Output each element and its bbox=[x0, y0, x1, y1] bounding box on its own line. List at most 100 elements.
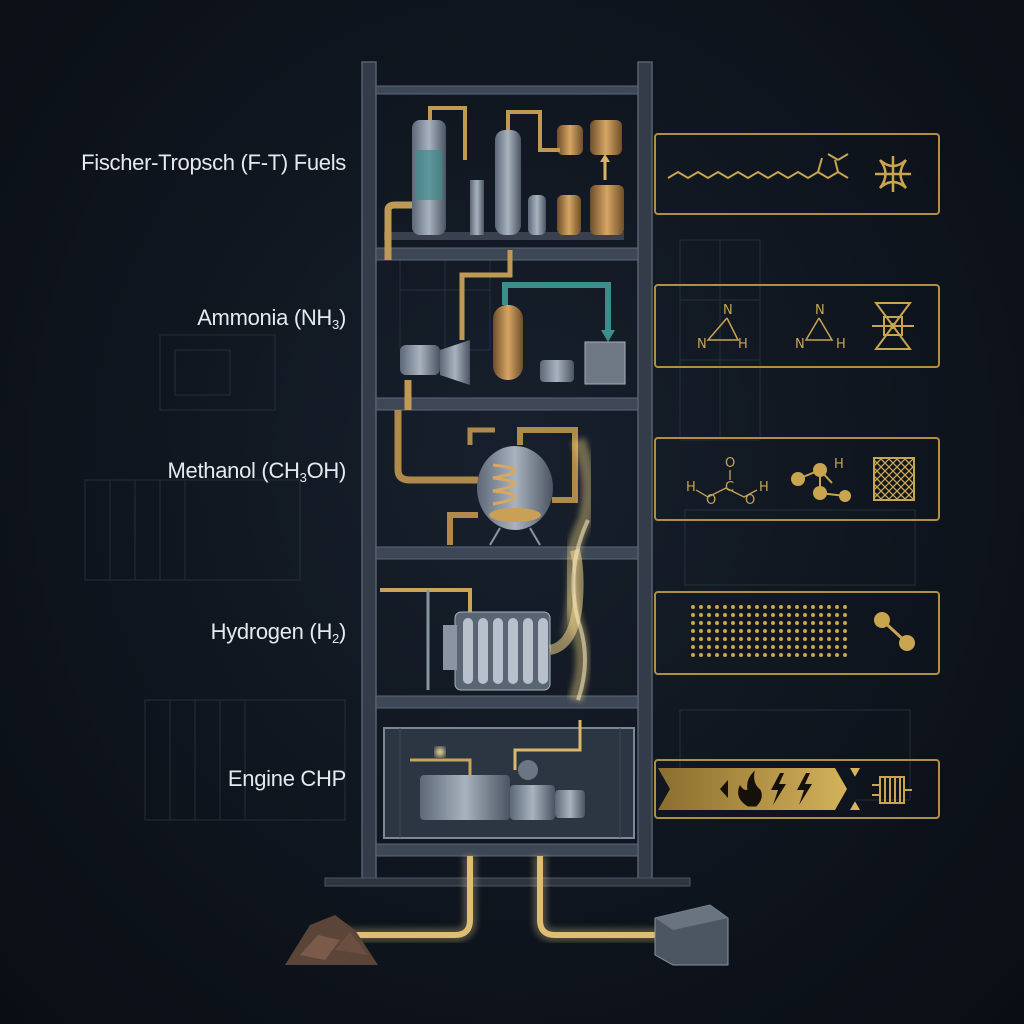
grid-dot bbox=[811, 613, 815, 617]
grid-dot bbox=[723, 605, 727, 609]
grid-dot bbox=[691, 621, 695, 625]
heat-exchanger-icon bbox=[872, 776, 912, 804]
grid-dot bbox=[763, 637, 767, 641]
grid-dot bbox=[691, 653, 695, 657]
atom-o-label: O bbox=[745, 493, 755, 508]
grid-dot bbox=[803, 629, 807, 633]
panel-hydrogen bbox=[654, 591, 940, 675]
grid-dot bbox=[747, 621, 751, 625]
grid-dot bbox=[707, 629, 711, 633]
grid-dot bbox=[699, 645, 703, 649]
grid-dot bbox=[827, 629, 831, 633]
ammonia-synthesis-loop bbox=[400, 250, 626, 410]
grid-dot bbox=[779, 613, 783, 617]
grid-dot bbox=[779, 605, 783, 609]
tier-subscript: 3 bbox=[332, 317, 339, 332]
atom-h-label: H bbox=[836, 337, 846, 352]
atom-n-label: N bbox=[815, 303, 825, 318]
grid-dot bbox=[691, 645, 695, 649]
grid-dot bbox=[811, 621, 815, 625]
grid-dot bbox=[739, 629, 743, 633]
tier-label-ft: Fischer-Tropsch (F-T) Fuels bbox=[81, 150, 346, 176]
grid-dot bbox=[795, 653, 799, 657]
storage-container bbox=[654, 904, 729, 966]
grid-dot bbox=[707, 645, 711, 649]
grid-dot bbox=[835, 645, 839, 649]
grid-dot bbox=[827, 637, 831, 641]
grid-dot bbox=[835, 629, 839, 633]
flame-icon bbox=[738, 770, 762, 807]
grid-dot bbox=[755, 637, 759, 641]
grid-dot bbox=[763, 645, 767, 649]
atom-n-label: N bbox=[723, 303, 733, 318]
grid-dot bbox=[707, 621, 711, 625]
tier-label-chp: Engine CHP bbox=[228, 766, 346, 792]
grid-dot bbox=[779, 621, 783, 625]
grid-dot bbox=[731, 629, 735, 633]
grid-dot bbox=[715, 653, 719, 657]
hydrogen-electrolyzer bbox=[380, 547, 590, 691]
grid-dot bbox=[691, 629, 695, 633]
grid-dot bbox=[755, 613, 759, 617]
mesh-icon bbox=[873, 457, 915, 501]
dot-grid-icon bbox=[691, 605, 847, 657]
tier-name: Methanol (CH bbox=[167, 458, 300, 483]
grid-dot bbox=[771, 613, 775, 617]
grid-dot bbox=[691, 613, 695, 617]
grid-dot bbox=[811, 629, 815, 633]
tier-label-ammonia: Ammonia (NH3) bbox=[197, 305, 346, 332]
grid-dot bbox=[787, 653, 791, 657]
grid-dot bbox=[739, 605, 743, 609]
grid-dot bbox=[747, 637, 751, 641]
grid-dot bbox=[787, 629, 791, 633]
grid-dot bbox=[699, 621, 703, 625]
grid-dot bbox=[771, 629, 775, 633]
grid-dot bbox=[731, 637, 735, 641]
grid-dot bbox=[739, 613, 743, 617]
grid-dot bbox=[779, 637, 783, 641]
catalyst-icon bbox=[875, 156, 911, 192]
grid-dot bbox=[803, 637, 807, 641]
grid-dot bbox=[699, 605, 703, 609]
grid-dot bbox=[803, 653, 807, 657]
grid-dot bbox=[731, 621, 735, 625]
grid-dot bbox=[835, 621, 839, 625]
grid-dot bbox=[723, 629, 727, 633]
grid-dot bbox=[779, 645, 783, 649]
grid-dot bbox=[795, 613, 799, 617]
atom-o-label: O bbox=[725, 456, 735, 471]
grid-dot bbox=[827, 621, 831, 625]
grid-dot bbox=[747, 613, 751, 617]
grid-dot bbox=[755, 605, 759, 609]
grid-dot bbox=[819, 613, 823, 617]
grid-dot bbox=[803, 645, 807, 649]
grid-dot bbox=[731, 645, 735, 649]
atom-n-label: N bbox=[697, 337, 707, 352]
energy-plume bbox=[562, 437, 596, 703]
grid-dot bbox=[691, 605, 695, 609]
grid-dot bbox=[779, 653, 783, 657]
grid-dot bbox=[787, 613, 791, 617]
grid-dot bbox=[739, 637, 743, 641]
grid-dot bbox=[763, 629, 767, 633]
tier-name: Ammonia (NH bbox=[197, 305, 333, 330]
atom-n-label: N bbox=[795, 337, 805, 352]
grid-dot bbox=[771, 605, 775, 609]
grid-dot bbox=[843, 605, 847, 609]
grid-dot bbox=[787, 637, 791, 641]
grid-dot bbox=[699, 613, 703, 617]
panel-ammonia: N N H N N H bbox=[654, 284, 940, 368]
tier-tail: ) bbox=[338, 305, 346, 330]
atom-h-label: H bbox=[686, 480, 696, 495]
grid-dot bbox=[723, 653, 727, 657]
grid-dot bbox=[819, 653, 823, 657]
grid-dot bbox=[731, 605, 735, 609]
grid-dot bbox=[835, 613, 839, 617]
grid-dot bbox=[723, 621, 727, 625]
grid-dot bbox=[755, 629, 759, 633]
grid-dot bbox=[795, 629, 799, 633]
grid-dot bbox=[755, 653, 759, 657]
grid-dot bbox=[819, 621, 823, 625]
grid-dot bbox=[827, 645, 831, 649]
tier-subscript: 3 bbox=[299, 470, 307, 485]
